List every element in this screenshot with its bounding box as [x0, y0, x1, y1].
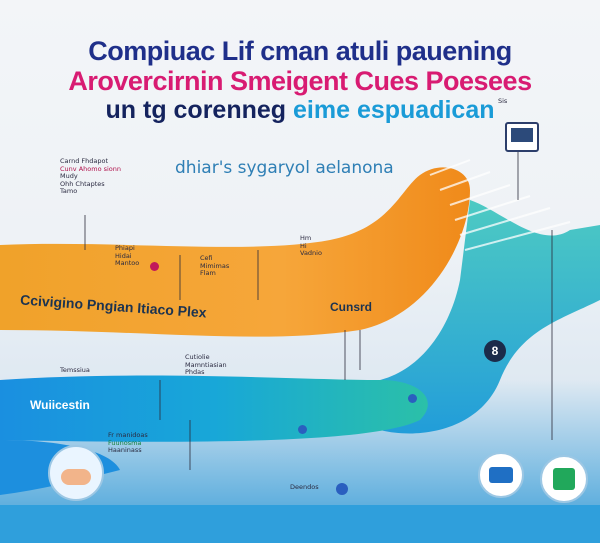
note-line: Hm: [300, 234, 312, 242]
note-top-left: Carnd Fhdapot Cunv Ahomo sionn Mudy Ohh …: [60, 157, 122, 196]
note-line: Fuunosma: [108, 438, 142, 447]
note-line: Phdas: [185, 368, 205, 376]
note-line: Ohh Chtaptes: [60, 179, 105, 188]
note-line: Mantoo: [115, 259, 140, 267]
pin-dot: [298, 425, 307, 434]
note-line: Cefi: [200, 254, 213, 262]
note-mid-center: Cefi Mimimas Flam: [200, 254, 230, 278]
orange-band-right-label: Cunsrd: [330, 300, 372, 314]
title-line-3: un tg corenneg eime espuadican: [0, 96, 600, 124]
note-line: Hidai: [115, 251, 132, 260]
title-block: Compiuac Lif cman atuli pauening Aroverc…: [0, 36, 600, 124]
note-line: Cutiolie: [185, 353, 210, 361]
title-line-2: Arovercirnin Smeigent Cues Poesees: [68, 66, 532, 96]
sign-label: Sis: [498, 97, 508, 105]
note-line: Fr manidoas: [108, 431, 148, 439]
hands-illustration-icon: [48, 445, 104, 501]
note-mid-right: Hm Hi Vadnio: [300, 234, 322, 258]
note-line: Tamo: [60, 187, 78, 195]
teal-road-band: [380, 200, 600, 434]
note-lower-center: Cutiolie Mamntiasian Phdas: [185, 353, 227, 377]
note-lower-left: Temssiua: [60, 366, 90, 374]
note-line: Flam: [200, 269, 216, 277]
hatch-decoration: [429, 159, 571, 251]
blue-road-band: [0, 375, 428, 442]
pin-dot: [150, 262, 159, 271]
note-line: Vadnio: [300, 249, 322, 257]
title-line-3-left: un tg corenneg: [105, 96, 287, 124]
note-bottom-center: Fr manidoas Fuunosma Haaninass: [108, 431, 148, 455]
note-line: Mudy: [60, 172, 78, 180]
device-screen-icon: [511, 128, 533, 142]
note-line: Phiapi: [115, 244, 135, 252]
title-line-3-accent: eime espuadican: [293, 96, 495, 124]
note-line: Haaninass: [108, 446, 142, 454]
media-player-icon: [478, 452, 524, 498]
bottom-strip: [0, 505, 600, 543]
connector-lines: [84, 150, 553, 470]
note-line: Cunv Ahomo sionn: [60, 164, 122, 173]
title-line-1: Compiuac Lif cman atuli pauening: [88, 36, 512, 66]
pin-dot: [408, 394, 417, 403]
pin-dot: [336, 483, 348, 495]
note-mid-left: Phiapi Hidai Mantoo: [115, 244, 140, 268]
note-line: Mamntiasian: [185, 360, 227, 369]
subtitle: dhiar's sygaryol aelanona: [175, 158, 394, 178]
note-line: Carnd Fhdapot: [60, 157, 109, 165]
note-line: Hi: [300, 241, 307, 250]
number-badge: 8: [484, 340, 506, 362]
note-line: Mimimas: [200, 261, 230, 270]
device-card: [505, 122, 539, 152]
blue-band-label: Wuiicestin: [30, 398, 90, 412]
orange-road-band: [0, 167, 470, 337]
badge-number: 8: [491, 344, 499, 358]
note-bottom-mid: Deendos: [290, 483, 319, 491]
green-box-icon: [540, 455, 588, 503]
